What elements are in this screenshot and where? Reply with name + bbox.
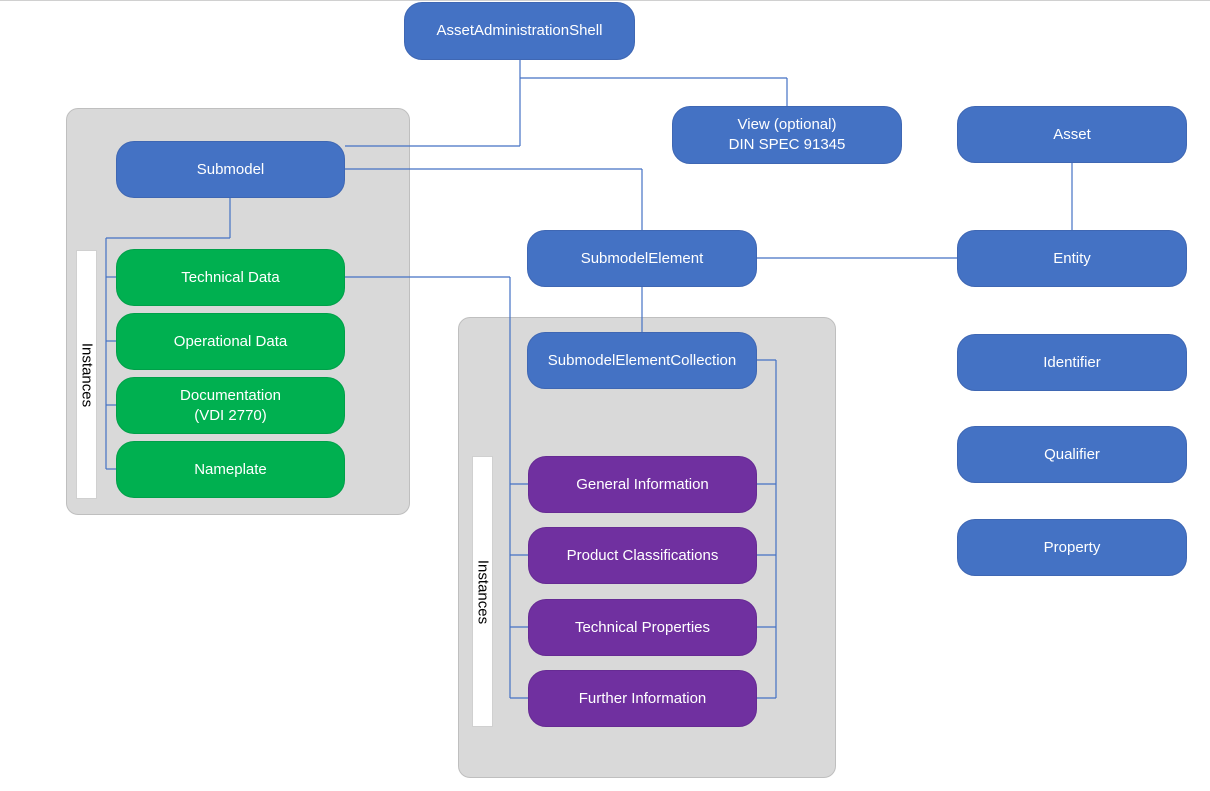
node-technical-properties: Technical Properties (528, 599, 757, 656)
node-entity: Entity (957, 230, 1187, 287)
node-documentation: Documentation (VDI 2770) (116, 377, 345, 434)
node-general-information: General Information (528, 456, 757, 513)
top-border (0, 0, 1210, 1)
node-identifier: Identifier (957, 334, 1187, 391)
node-further-information: Further Information (528, 670, 757, 727)
instances-label-strip-left: Instances (76, 250, 97, 499)
node-submodel-element-collection: SubmodelElementCollection (527, 332, 757, 389)
node-operational-data: Operational Data (116, 313, 345, 370)
instances-label-right: Instances (474, 559, 491, 624)
node-product-classifications: Product Classifications (528, 527, 757, 584)
instances-label-left: Instances (78, 342, 95, 407)
instances-label-strip-right: Instances (472, 456, 493, 727)
node-property: Property (957, 519, 1187, 576)
node-submodel-element: SubmodelElement (527, 230, 757, 287)
node-qualifier: Qualifier (957, 426, 1187, 483)
node-asset: Asset (957, 106, 1187, 163)
node-view: View (optional) DIN SPEC 91345 (672, 106, 902, 164)
node-submodel: Submodel (116, 141, 345, 198)
node-nameplate: Nameplate (116, 441, 345, 498)
node-asset-administration-shell: AssetAdministrationShell (404, 2, 635, 60)
node-technical-data: Technical Data (116, 249, 345, 306)
